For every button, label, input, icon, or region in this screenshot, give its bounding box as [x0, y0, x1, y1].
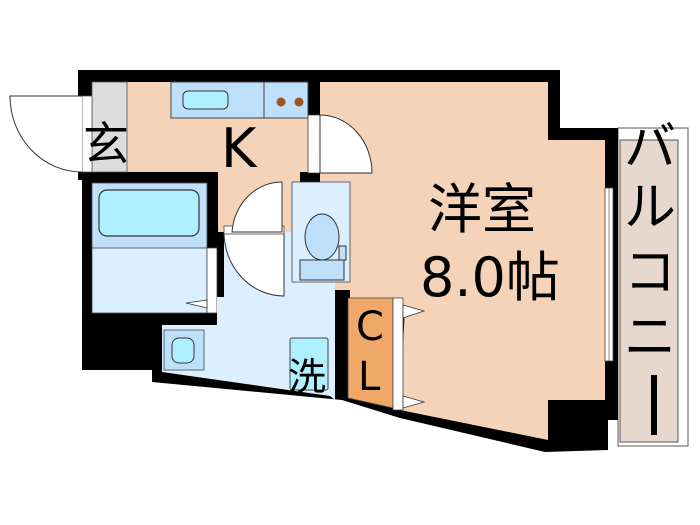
entrance-floor [91, 81, 128, 173]
bathtub-icon [98, 189, 200, 237]
western-room-label: 洋室 [428, 178, 536, 241]
western-room-size: 8.0帖 [420, 246, 560, 309]
closet-label-l: L [358, 354, 381, 400]
room-door-icon [319, 114, 373, 174]
stove-burner-icon [276, 97, 286, 107]
washing-label: 洗 [288, 355, 326, 399]
svg-text:ニ: ニ [624, 308, 676, 368]
balcony-label: バ ル コ ニ [624, 118, 676, 368]
washing-machine-icon [289, 337, 329, 391]
balcony [617, 127, 689, 447]
stove-burner-icon [294, 97, 304, 107]
toilet-door-icon [231, 181, 283, 233]
western-room-floor [320, 82, 605, 440]
closet-label-c: C [356, 304, 384, 350]
bath-door-icon [223, 231, 285, 297]
kitchen-counter [170, 81, 309, 119]
svg-text:コ: コ [624, 243, 676, 303]
entrance-door-icon [9, 95, 83, 173]
toilet-icon [304, 213, 340, 261]
svg-text:ル: ル [624, 178, 676, 238]
toilet [231, 181, 351, 283]
bathroom [91, 182, 218, 314]
kitchen-label: K [221, 117, 258, 180]
entrance-label: 玄 [83, 117, 129, 171]
svg-text:バ: バ [624, 118, 676, 178]
